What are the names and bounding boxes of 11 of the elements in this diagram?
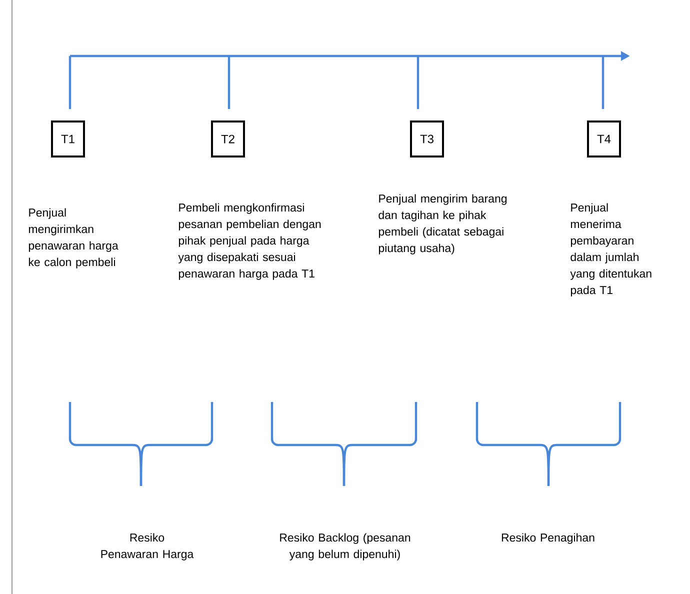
risk-label: Resiko Penagihan bbox=[502, 533, 594, 544]
risk-label: Resiko Backlog (pesanan yang belum dipenuhi) bbox=[280, 533, 410, 560]
time-box: T2 bbox=[211, 120, 245, 158]
time-box: T4 bbox=[587, 120, 621, 158]
time-box: T3 bbox=[410, 120, 444, 158]
time-box: T1 bbox=[51, 120, 85, 158]
description-text: Penjual menerima pembayaran dalam jumlah yang ditentukan pada T1 bbox=[570, 203, 652, 296]
description-text: Penjual mengirim barang dan tagihan ke pihak pembeli (dicatat sebagai piutang usaha) bbox=[378, 194, 507, 254]
risk-label: Resiko Penawaran Harga bbox=[101, 533, 194, 560]
description-text: Pembeli mengkonfirmasi pesanan pembelian dengan pihak penjual pada harga yang disepakati sesuai penawaran harga pada T1 bbox=[178, 203, 321, 280]
description-text: Penjual mengirimkan penawaran harga ke calon pembeli bbox=[28, 208, 118, 268]
